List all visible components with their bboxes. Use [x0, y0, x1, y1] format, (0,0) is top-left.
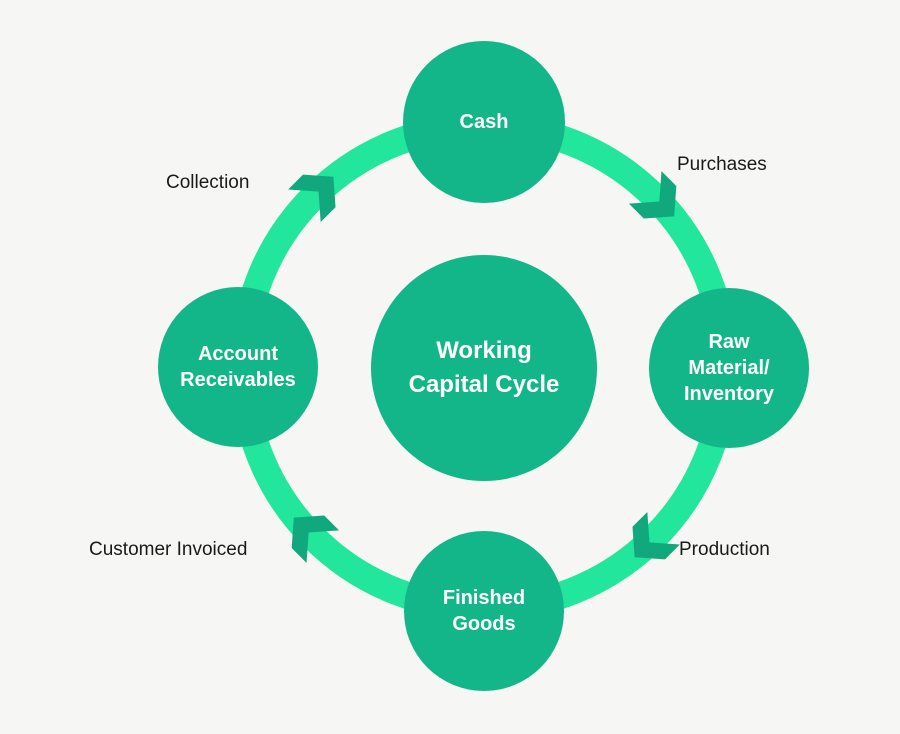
node-finished-goods: Finished Goods: [404, 531, 564, 691]
node-raw-material-inventory: Raw Material/ Inventory: [649, 288, 809, 448]
customer-invoiced-arrow-icon: [291, 515, 340, 563]
purchases-label: Purchases: [677, 154, 767, 175]
customer-invoiced-label: Customer Invoiced: [89, 539, 248, 560]
center-node: Working Capital Cycle: [371, 255, 597, 481]
collection-label: Collection: [166, 172, 250, 193]
collection-arrow-icon: [288, 174, 336, 223]
production-arrow-icon: [632, 511, 680, 560]
node-cash: Cash: [403, 41, 565, 203]
node-cash-label: Cash: [459, 111, 509, 133]
purchases-arrow-icon: [628, 171, 677, 219]
node-account-receivables: Account Receivables: [158, 287, 318, 447]
production-label: Production: [679, 539, 770, 560]
node-raw-material-inventory-label: Raw Material/ Inventory: [683, 331, 775, 405]
center-node-label: Working Capital Cycle: [408, 337, 560, 398]
node-finished-goods-label: Finished Goods: [442, 587, 526, 635]
node-account-receivables-label: Account Receivables: [180, 343, 296, 391]
